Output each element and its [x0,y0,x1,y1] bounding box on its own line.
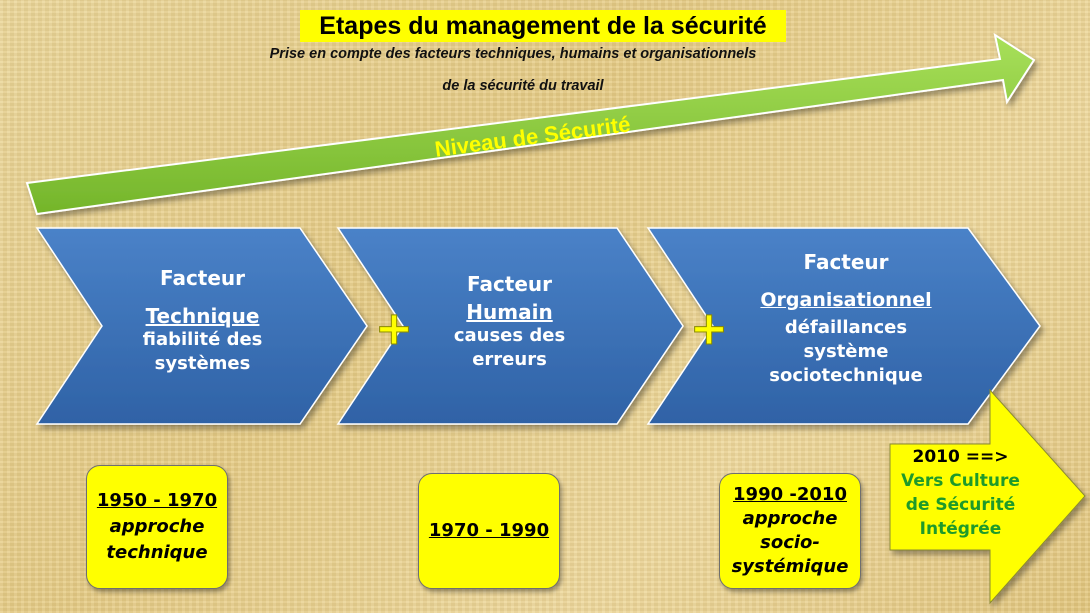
chevron-1-line2: Technique [145,304,260,328]
chevron-3-desc2: système [803,341,889,362]
period-3-years: 1990 -2010 [733,484,847,505]
period-box-1950-1970: 1950 - 1970 approche technique [86,465,228,589]
chevron-2-line2: Humain [466,300,553,324]
period-box-1990-2010: 1990 -2010 approche socio- systémique [719,473,861,589]
chevron-3-text: Facteur Organisationnel défaillances sys… [746,250,946,388]
chevron-1-text: Facteur Technique fiabilité des systèmes [120,266,285,376]
plus-sign-1: + [375,301,414,355]
future-line1: 2010 ==> [912,447,1009,467]
subtitle-line-2: de la sécurité du travail [442,78,604,94]
period-3-line1: approche [742,508,838,529]
security-level-arrow [25,32,1036,216]
future-arrow-text: 2010 ==> Vers Culture de Sécurité Intégr… [893,445,1028,541]
chevron-3-desc1: défaillances [784,317,908,338]
chevron-3-desc3: sociotechnique [769,365,923,386]
plus-sign-2: + [690,301,729,355]
chevron-2-desc2: erreurs [472,349,547,370]
chevron-2-desc1: causes des [453,325,566,346]
chevron-2-line1: Facteur [466,272,553,296]
period-box-1970-1990: 1970 - 1990 [418,473,560,589]
period-1-line1: approche [109,516,205,537]
period-3-line3: systémique [731,556,849,577]
future-line2: Vers Culture [901,471,1020,491]
future-line3: de Sécurité [905,495,1016,515]
chevron-1-line1: Facteur [159,266,246,290]
chevron-humain [336,227,684,425]
period-1-years: 1950 - 1970 [96,490,218,511]
page-title: Etapes du management de la sécurité [300,10,786,42]
chevron-2-text: Facteur Humain causes des erreurs [427,272,592,372]
period-2-years: 1970 - 1990 [428,520,550,541]
period-1-line2: technique [106,542,208,563]
future-line4: Intégrée [919,519,1002,539]
period-3-line2: socio- [760,532,820,553]
future-arrow [889,388,1086,605]
chevron-3-line1: Facteur [803,250,889,274]
chevron-1-desc1: fiabilité des [142,329,263,350]
chevron-1-desc2: systèmes [154,353,251,374]
subtitle-line-1: Prise en compte des facteurs techniques,… [269,46,757,62]
chevron-technique [35,227,368,425]
chevron-3-line2: Organisationnel [760,289,932,311]
chevron-organisationnel [646,227,1041,425]
